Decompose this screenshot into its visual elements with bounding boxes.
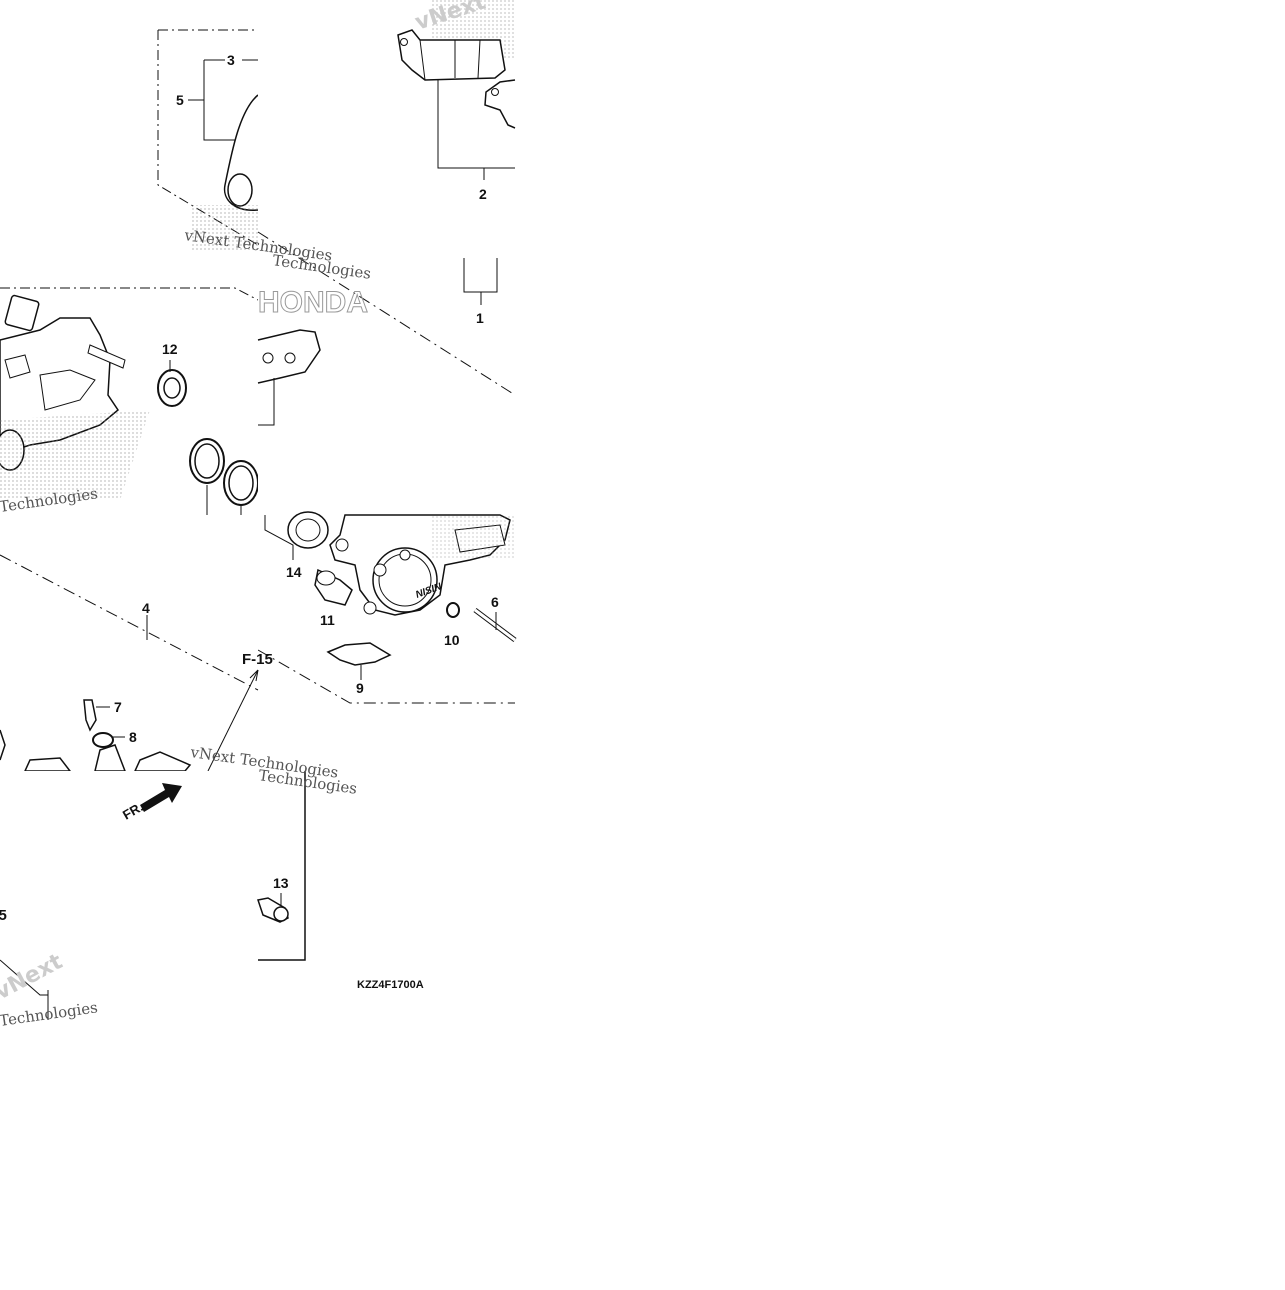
callout-9: 9 [356, 680, 364, 696]
tile-bottom-middle [257, 771, 515, 1028]
tile-top-left [0, 0, 259, 258]
tile-middle-left [0, 258, 259, 515]
tile-lower-left [0, 515, 259, 772]
brand-watermark: HONDA [258, 286, 368, 319]
tile-middle-middle [257, 231, 516, 515]
callout-2: 2 [479, 186, 487, 202]
callout-4: 4 [142, 600, 150, 616]
callout-3: 3 [227, 52, 235, 68]
callout-7: 7 [114, 699, 122, 715]
ref-label-top: F-15 [242, 651, 273, 668]
ref-label-bottom: F-15 [0, 907, 7, 924]
callout-8: 8 [129, 729, 137, 745]
tile-lower-middle [257, 511, 517, 771]
diagram-code: KZZ4F1700A [357, 979, 424, 991]
callout-14: 14 [286, 564, 302, 580]
callout-12: 12 [162, 341, 178, 357]
callout-10: 10 [444, 632, 460, 648]
callout-5: 5 [176, 92, 184, 108]
callout-6: 6 [491, 594, 499, 610]
callout-1: 1 [476, 310, 484, 326]
callout-13: 13 [273, 875, 289, 891]
tile-bottom-left [0, 771, 258, 1028]
callout-labels: 1 2 3 4 5 6 7 8 9 10 11 12 13 14 [114, 52, 499, 891]
tile-top-middle [258, 0, 516, 258]
callout-11: 11 [320, 612, 335, 628]
